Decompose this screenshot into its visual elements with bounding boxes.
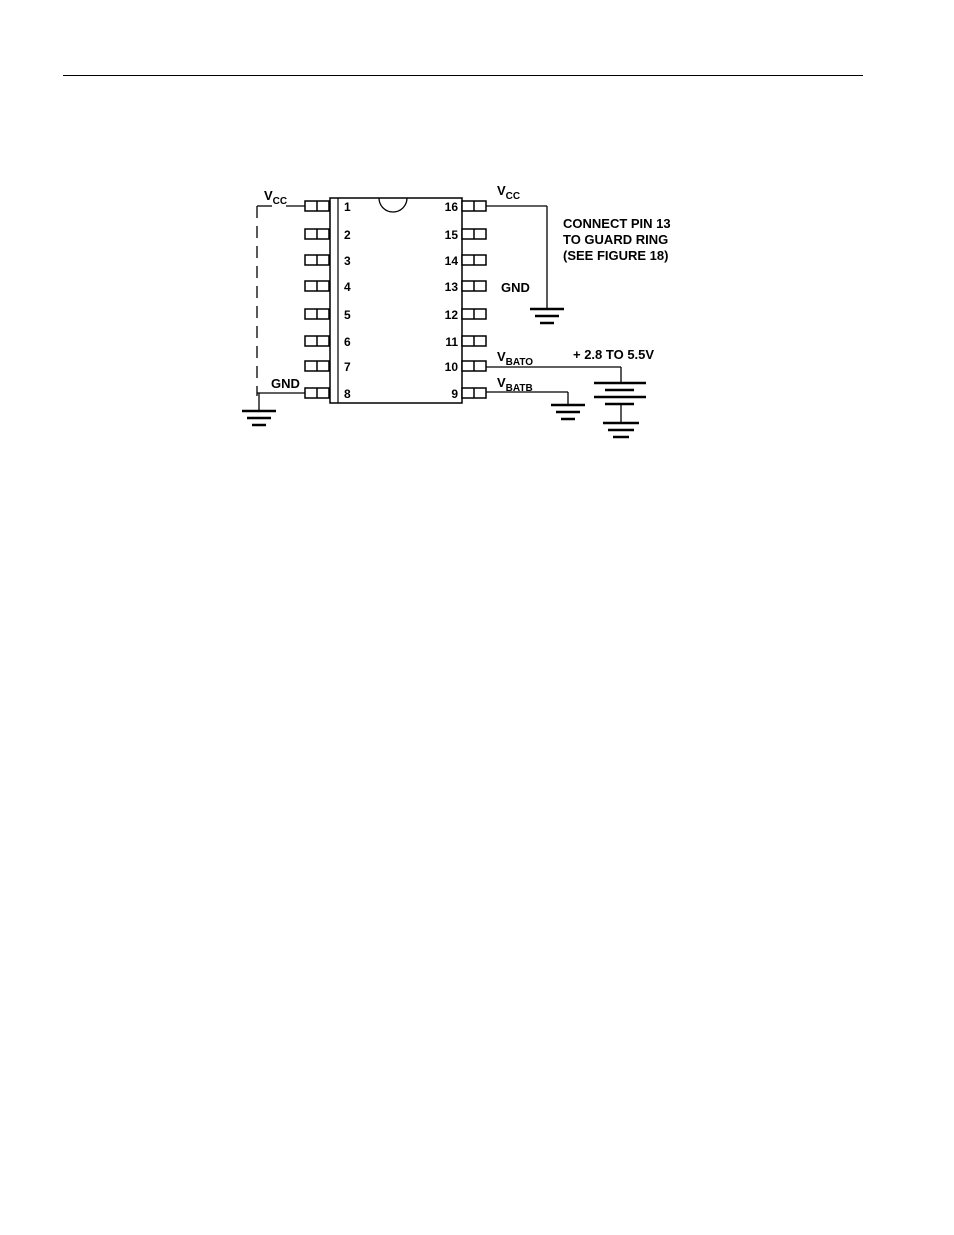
- note-line-1: CONNECT PIN 13: [563, 216, 671, 231]
- gnd-left-label: GND: [271, 376, 300, 391]
- pin-number-6: 6: [344, 335, 351, 349]
- pin-7: [305, 361, 329, 371]
- note-line-3: (SEE FIGURE 18): [563, 248, 668, 263]
- pin-number-9: 9: [451, 387, 458, 401]
- pin-number-11: 11: [445, 335, 458, 349]
- pin-number-7: 7: [344, 360, 351, 374]
- vcc-right-label: VCC: [497, 183, 520, 202]
- pin-15: [462, 229, 486, 239]
- pin-number-10: 10: [445, 360, 459, 374]
- pin-12: [462, 309, 486, 319]
- pin-6: [305, 336, 329, 346]
- pin-5: [305, 309, 329, 319]
- pin-number-8: 8: [344, 387, 351, 401]
- pin-10: [462, 361, 486, 371]
- pin-number-13: 13: [445, 280, 459, 294]
- pin-4: [305, 281, 329, 291]
- note-line-2: TO GUARD RING: [563, 232, 668, 247]
- pin-number-5: 5: [344, 308, 351, 322]
- battery-voltage-label: + 2.8 TO 5.5V: [573, 347, 654, 362]
- pin-13: [462, 281, 486, 291]
- ground-symbol-vcc: [530, 309, 564, 323]
- pin-1: [305, 201, 329, 211]
- pin-number-2: 2: [344, 228, 351, 242]
- gnd-right-label: GND: [501, 280, 530, 295]
- pin-number-16: 16: [445, 200, 459, 214]
- vbato-label: VBATO: [497, 349, 533, 368]
- pin-number-12: 12: [445, 308, 459, 322]
- pin-11: [462, 336, 486, 346]
- vbatb-label: VBATB: [497, 375, 533, 394]
- ground-symbol-vbatb: [551, 405, 585, 419]
- pin-number-4: 4: [344, 280, 351, 294]
- ground-symbol-left: [242, 411, 276, 425]
- pin-number-3: 3: [344, 254, 351, 268]
- guard-ring-note: CONNECT PIN 13 TO GUARD RING (SEE FIGURE…: [563, 216, 671, 263]
- pin-8: [305, 388, 329, 398]
- pin-2: [305, 229, 329, 239]
- pin-3: [305, 255, 329, 265]
- pin-number-1: 1: [344, 200, 351, 214]
- pin-9: [462, 388, 486, 398]
- battery-symbol: [594, 383, 646, 404]
- left-wiring: [242, 206, 305, 425]
- pin-14: [462, 255, 486, 265]
- vcc-left-label: VCC: [264, 188, 287, 207]
- pin-number-14: 14: [445, 254, 459, 268]
- pin-number-15: 15: [445, 228, 459, 242]
- pin-16: [462, 201, 486, 211]
- ground-symbol-battery: [603, 423, 639, 437]
